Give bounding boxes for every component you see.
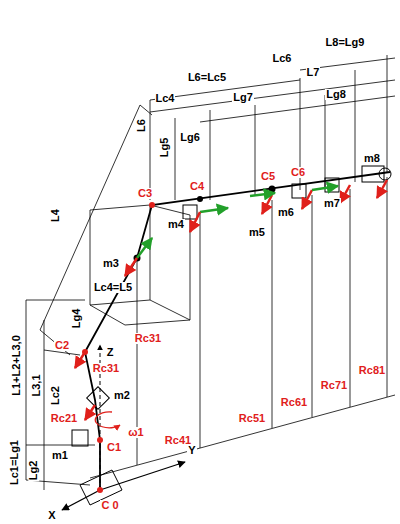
frame-label: C2 — [54, 340, 70, 351]
dimension-label: Lg2 — [29, 459, 40, 481]
frame-label: Rc81 — [358, 365, 386, 376]
dimension-label: m1 — [51, 450, 69, 461]
dimension-label: L6=Lc5 — [187, 72, 227, 83]
dimension-label: m4 — [167, 219, 185, 230]
dimension-label: m8 — [363, 153, 381, 164]
dimension-label: Y — [187, 445, 196, 456]
dimension-label: Lg7 — [232, 92, 254, 103]
joint-dots — [82, 186, 276, 494]
dimension-label: Lg8 — [325, 89, 347, 100]
arm-links — [62, 166, 391, 510]
dimension-label: m5 — [248, 227, 266, 238]
dimension-label: Lg5 — [160, 136, 171, 158]
dimension-label: Lc1=Lg1 — [9, 439, 20, 486]
dimension-label: Lc6 — [272, 53, 293, 64]
frame-arrows — [75, 180, 387, 420]
frame-label: Rc21 — [50, 413, 78, 424]
dimension-label: Lc4 — [155, 93, 176, 104]
dimension-label: Lc4=L5 — [93, 282, 133, 293]
frame-label: C 0 — [100, 500, 119, 511]
frame-label: C6 — [290, 167, 306, 178]
frame-label: C4 — [189, 181, 205, 192]
dimension-label: m3 — [102, 258, 120, 269]
frame-label: Rc31 — [92, 363, 120, 374]
dimension-label: L6 — [136, 118, 147, 133]
dimension-label: Lg6 — [179, 132, 201, 143]
frame-label: Rc31 — [134, 333, 162, 344]
dimension-label: Lc2 — [50, 385, 61, 406]
dimension-label: L1+L2+L3,0 — [11, 334, 22, 397]
frame-label: C5 — [260, 171, 276, 182]
dimension-lines — [26, 55, 395, 490]
dimension-label: L7 — [306, 67, 321, 78]
frame-label: Rc51 — [238, 413, 266, 424]
frame-label: C1 — [106, 442, 122, 453]
frame-label: Rc61 — [280, 397, 308, 408]
dimension-label: X — [47, 510, 56, 521]
dimension-label: Z — [106, 347, 115, 358]
dimension-label: m2 — [113, 390, 131, 401]
frame-label: C3 — [137, 188, 153, 199]
dimension-label: L3,1 — [30, 373, 41, 397]
dimension-label: L8=Lg9 — [325, 37, 366, 48]
frame-label: ω1 — [127, 427, 144, 438]
frame-label: Rc71 — [320, 380, 348, 391]
dimension-label: L4 — [50, 208, 61, 223]
dimension-label: m6 — [277, 207, 295, 218]
dimension-label: m7 — [323, 198, 341, 209]
dimension-label: Lg4 — [72, 307, 83, 329]
